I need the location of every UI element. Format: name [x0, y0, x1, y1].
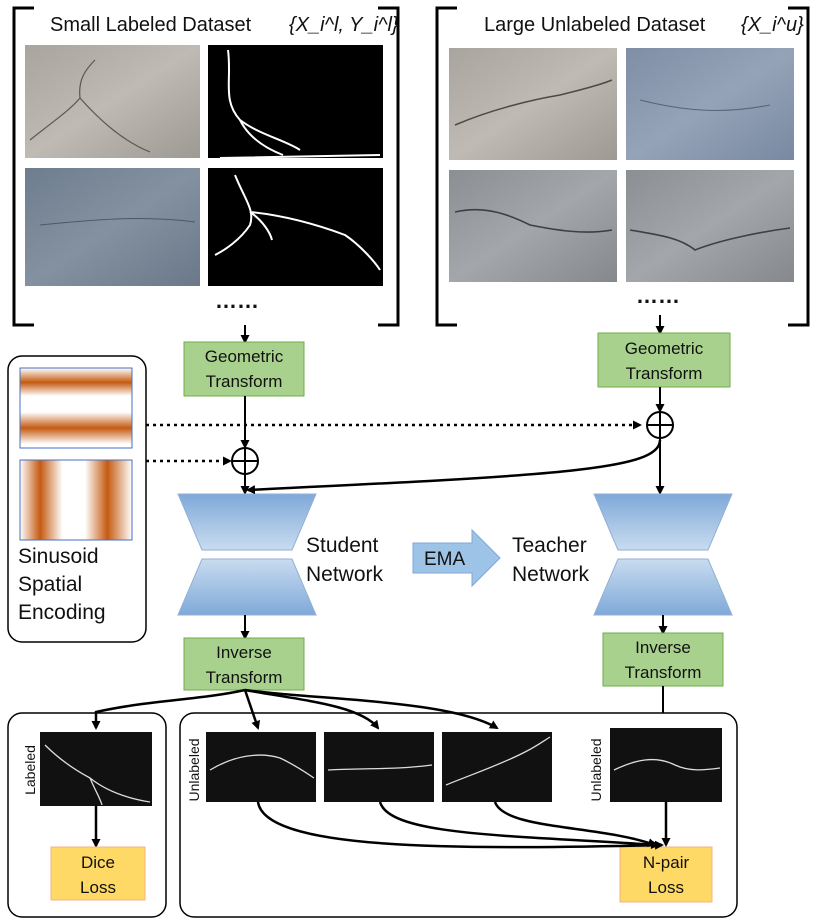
- unlabeled-dataset-title: Large Unlabeled Dataset: [484, 14, 706, 36]
- mask-crack: [214, 174, 381, 271]
- teacher-input-to-student-arrow: [246, 439, 662, 495]
- npair-input-arrows: [256, 801, 671, 850]
- student-geom-line1: Geometric: [205, 347, 284, 366]
- pred-crack: [327, 764, 433, 771]
- pred-crack: [613, 758, 721, 771]
- teacher-net-line1: Teacher: [512, 534, 587, 557]
- unlabeled-image-1: [449, 48, 617, 160]
- npair-loss-box: [619, 846, 713, 903]
- student-decoder: [177, 558, 317, 616]
- labeled-mask-1: [208, 45, 383, 158]
- pred-crack: [445, 736, 551, 786]
- unlabeled-dataset-panel: Large Unlabeled Dataset {X_i^u} ……: [435, 6, 810, 327]
- teacher-encoder: [593, 493, 733, 551]
- crack-line: [29, 59, 151, 153]
- teacher-geom-line2: Transform: [626, 364, 703, 383]
- npair-loss-line2: Loss: [648, 878, 684, 897]
- ema-arrow: EMA: [412, 528, 501, 588]
- teacher-unlabeled-side-label: Unlabeled: [588, 738, 604, 801]
- unlabeled-image-4: [626, 170, 794, 282]
- labeled-side-label: Labeled: [22, 745, 38, 795]
- pred-crack: [209, 754, 315, 779]
- right-bracket: [788, 6, 810, 327]
- mask-crack: [219, 49, 381, 159]
- ema-arrow-shape: [412, 528, 501, 588]
- teacher-prediction: [610, 728, 722, 802]
- unlabeled-prediction-3: [442, 732, 552, 802]
- student-encoder: [177, 493, 317, 551]
- pred2-to-npair: [378, 801, 660, 850]
- student-inv-line2: Transform: [206, 668, 283, 687]
- dice-loss-line2: Loss: [80, 878, 116, 897]
- encoding-line-3: Encoding: [18, 601, 106, 624]
- student-branch: Geometric Transform Student Network Inve…: [177, 325, 384, 691]
- student-output-arrows: [91, 688, 499, 730]
- right-bracket: [378, 6, 400, 327]
- pred1-to-npair: [256, 801, 664, 850]
- to-unlabeled-1-arrow: [243, 689, 260, 730]
- vertical-stripes-image: [19, 459, 133, 541]
- student-net-line1: Student: [306, 534, 379, 557]
- teacher-inverse-transform-box: [602, 632, 724, 687]
- horizontal-stripes-image: [19, 367, 133, 449]
- student-geometric-transform-box: [183, 341, 305, 397]
- teacher-decoder: [593, 558, 733, 616]
- teacher-net-line2: Network: [512, 563, 590, 586]
- student-geom-line2: Transform: [206, 372, 283, 391]
- left-bracket: [435, 6, 457, 327]
- encoding-line-1: Sinusoid: [18, 545, 99, 568]
- unlabeled-ellipsis: ……: [636, 283, 680, 308]
- dice-loss-box: [50, 846, 146, 901]
- teacher-geom-line1: Geometric: [625, 339, 704, 358]
- unlabeled-prediction-1: [206, 732, 316, 802]
- sinusoid-encoding-panel: Sinusoid Spatial Encoding: [7, 355, 147, 643]
- teacher-inv-line2: Transform: [625, 663, 702, 682]
- labeled-prediction: [40, 732, 152, 806]
- student-inv-line1: Inverse: [216, 643, 272, 662]
- dice-loss-line1: Dice: [81, 853, 115, 872]
- unlabeled-side-label: Unlabeled: [186, 738, 202, 801]
- encoding-line-2: Spatial: [18, 573, 82, 596]
- crack-line: [639, 99, 771, 111]
- crack-line: [39, 218, 196, 226]
- pred-crack: [44, 744, 151, 806]
- student-inverse-transform-box: [183, 637, 305, 691]
- labeled-ellipsis: ……: [215, 288, 259, 313]
- labeled-image-1: [25, 45, 200, 158]
- left-bracket: [12, 6, 34, 327]
- labeled-dataset-panel: Small Labeled Dataset {X_i^l, Y_i^l} ……: [12, 6, 400, 327]
- unlabeled-image-2: [626, 48, 794, 160]
- labeled-mask-2: [208, 168, 383, 286]
- ema-label: EMA: [424, 549, 466, 570]
- unlabeled-dataset-notation: {X_i^u}: [741, 14, 804, 36]
- crack-line: [454, 208, 613, 233]
- crack-line: [454, 79, 613, 126]
- npair-loss-line1: N-pair: [643, 853, 690, 872]
- teacher-inv-line1: Inverse: [635, 638, 691, 657]
- labeled-output-panel: Labeled Dice Loss: [7, 712, 167, 918]
- to-unlabeled-3-arrow: [244, 688, 499, 730]
- unlabeled-output-panel: Unlabeled Unlabeled N-pair Loss: [179, 712, 738, 918]
- student-net-line2: Network: [306, 563, 384, 586]
- teacher-geometric-transform-box: [597, 332, 731, 388]
- pred3-to-npair: [493, 801, 657, 847]
- to-labeled-arrow: [91, 688, 246, 730]
- labeled-dataset-notation: {X_i^l, Y_i^l}: [289, 14, 399, 36]
- labeled-image-2: [25, 168, 200, 286]
- crack-line: [629, 227, 791, 251]
- teacher-branch: Geometric Transform Teacher Network Inve…: [246, 315, 733, 730]
- labeled-dataset-title: Small Labeled Dataset: [50, 14, 252, 36]
